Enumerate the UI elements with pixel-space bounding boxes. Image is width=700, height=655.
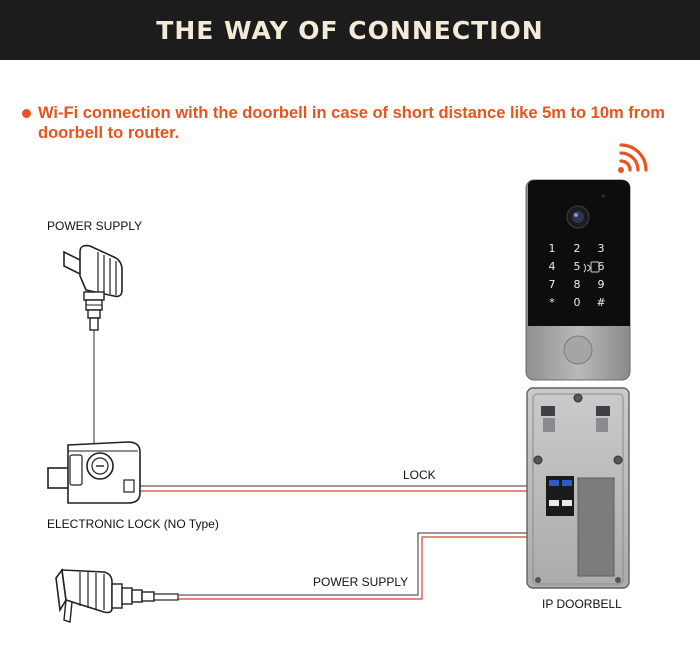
info-note: Wi-Fi connection with the doorbell in ca… — [22, 103, 682, 143]
label-lock-wire: LOCK — [403, 468, 436, 482]
keypad-key: 0 — [574, 296, 581, 309]
keypad-key: 8 — [574, 278, 581, 291]
keypad-key: # — [596, 296, 605, 309]
electronic-lock — [47, 441, 141, 504]
note-text: Wi-Fi connection with the doorbell in ca… — [38, 104, 665, 142]
doorbell-front-panel — [525, 179, 631, 381]
keypad-key: 2 — [574, 242, 581, 255]
wifi-signal-icon — [618, 143, 648, 173]
label-ip-doorbell: IP DOORBELL — [542, 597, 622, 611]
keypad-key: 6 — [598, 260, 605, 273]
label-power-supply-top: POWER SUPPLY — [47, 219, 143, 233]
keypad-key: 3 — [598, 242, 605, 255]
keypad-key: 4 — [549, 260, 556, 273]
keypad-key: 7 — [549, 278, 556, 291]
rfid-card-icon — [583, 261, 600, 273]
keypad-key: * — [549, 296, 555, 309]
power-adapter-bottom — [55, 567, 179, 623]
header-banner: THE WAY OF CONNECTION — [0, 0, 700, 60]
power-adapter-top — [63, 244, 123, 331]
keypad-key: 5 — [574, 260, 581, 273]
doorbell-keypad: 1 2 3 4 5 6 7 8 9 * 0 # — [549, 242, 606, 309]
keypad-key: 9 — [598, 278, 605, 291]
doorbell-back-housing — [526, 387, 630, 589]
wiring — [93, 330, 556, 600]
label-power-supply-bottom: POWER SUPPLY — [313, 575, 409, 589]
page-title: THE WAY OF CONNECTION — [156, 15, 544, 45]
keypad-key: 1 — [549, 242, 556, 255]
bullet-icon — [22, 109, 31, 118]
label-electronic-lock: ELECTRONIC LOCK (NO Type) — [47, 517, 219, 531]
